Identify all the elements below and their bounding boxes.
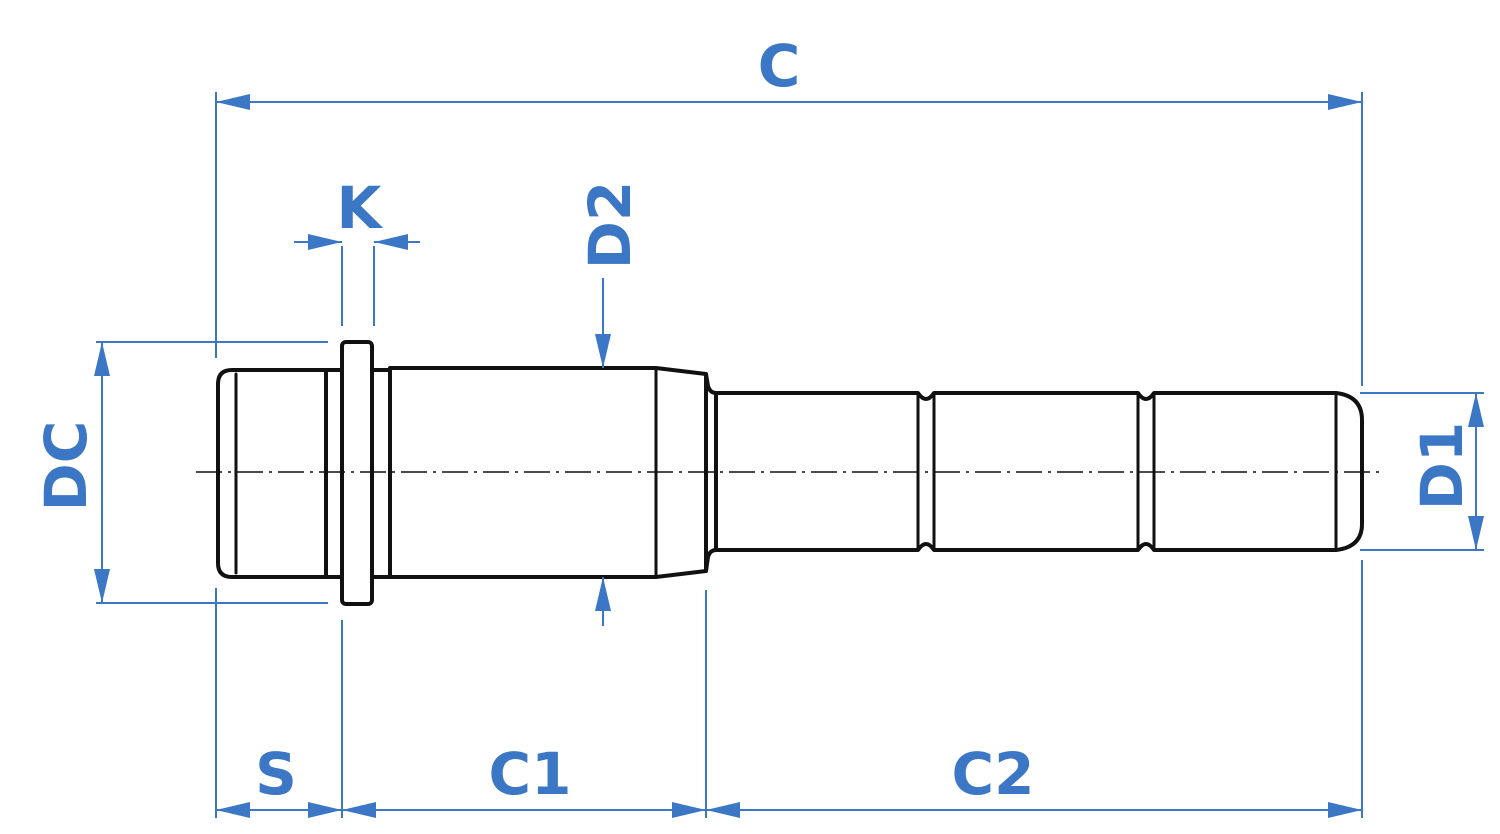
dimension-d1 bbox=[1468, 393, 1484, 550]
label-d2: D2 bbox=[576, 181, 644, 270]
label-c: C bbox=[758, 32, 801, 100]
head-section bbox=[216, 368, 328, 579]
dimension-c bbox=[216, 94, 1362, 110]
collar bbox=[340, 340, 374, 606]
label-d1: D1 bbox=[1408, 422, 1476, 511]
label-dc: DC bbox=[32, 421, 100, 512]
dimension-chain-bottom bbox=[216, 802, 1362, 818]
dimension-d2 bbox=[595, 278, 611, 626]
dimension-dc bbox=[94, 342, 110, 603]
part-outline bbox=[196, 340, 1384, 606]
label-c1: C1 bbox=[489, 740, 572, 808]
dimension-k bbox=[294, 234, 420, 250]
label-c2: C2 bbox=[952, 740, 1035, 808]
neck-section bbox=[324, 368, 344, 579]
collar-neck bbox=[370, 368, 392, 579]
label-s: S bbox=[255, 740, 297, 808]
label-k: K bbox=[337, 174, 384, 242]
extension-lines bbox=[96, 92, 1484, 818]
